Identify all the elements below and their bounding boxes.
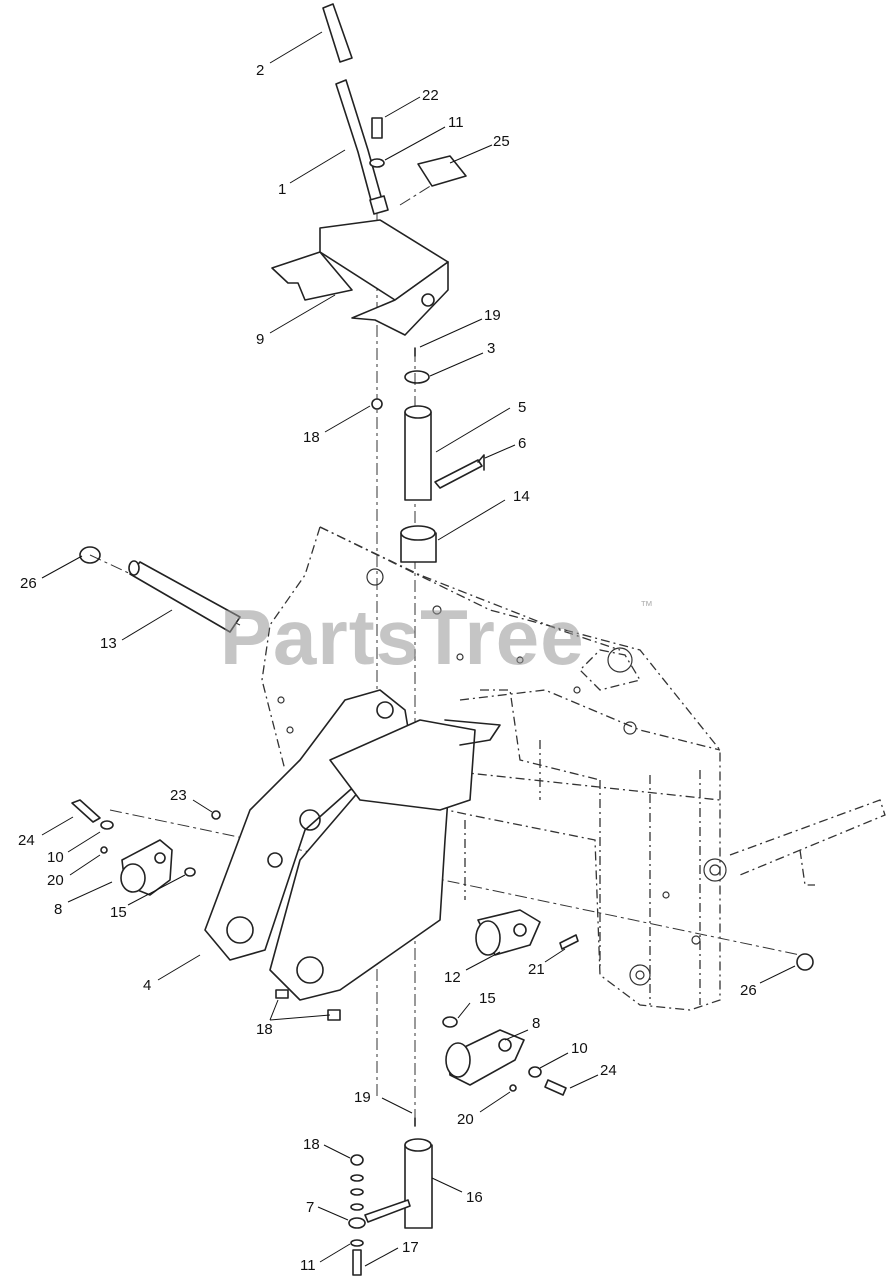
callout-19: 19 [484,307,501,324]
callout-24: 24 [18,832,35,849]
main-frame [261,526,886,1011]
callout-8: 8 [54,901,62,918]
lower-pin-stack [348,1117,433,1276]
callout-22: 22 [422,87,439,104]
callout-10: 10 [47,849,64,866]
callout-1: 1 [278,181,286,198]
lever-hardware [369,117,467,187]
pivot-pin-stack [371,347,485,563]
callout-17: 17 [402,1239,419,1256]
callout-13: 13 [100,635,117,652]
callout-18: 18 [303,429,320,446]
callout-16: 16 [466,1189,483,1206]
right-bushing-12 [475,909,579,956]
callout-23: 23 [170,787,187,804]
cross-pin [79,546,814,971]
left-bushing-set [71,799,221,896]
callout-14: 14 [513,488,530,505]
right-bushing-set [275,989,567,1096]
callout-20-right: 20 [457,1111,474,1128]
callout-10-right: 10 [571,1040,588,1057]
callout-15-right: 15 [479,990,496,1007]
callout-25: 25 [493,133,510,150]
callout-24-right: 24 [600,1062,617,1079]
callout-19-lower: 19 [354,1089,371,1106]
leader-lines [41,31,796,1267]
callout-2: 2 [256,62,264,79]
callout-9: 9 [256,331,264,348]
callout-18-left: 18 [256,1021,273,1038]
callout-7: 7 [306,1199,314,1216]
callout-26-right: 26 [740,982,757,999]
swing-arm-assembly [204,689,501,1001]
callout-12: 12 [444,969,461,986]
callout-labels: 2 22 11 25 1 9 19 3 5 6 18 14 26 13 23 2… [18,62,757,1274]
callout-6: 6 [518,435,526,452]
callout-8-right: 8 [532,1015,540,1032]
callout-26: 26 [20,575,37,592]
trademark-symbol: ™ [640,598,653,613]
callout-20: 20 [47,872,64,889]
callout-15: 15 [110,904,127,921]
control-lever [322,3,389,215]
callout-3: 3 [487,340,495,357]
mount-plate [271,219,449,336]
watermark: PartsTree [220,593,585,681]
callout-18-lower: 18 [303,1136,320,1153]
callout-11: 11 [448,114,464,131]
callout-21: 21 [528,961,545,978]
callout-11-lower: 11 [300,1257,316,1274]
callout-4: 4 [143,977,151,994]
callout-5: 5 [518,399,526,416]
